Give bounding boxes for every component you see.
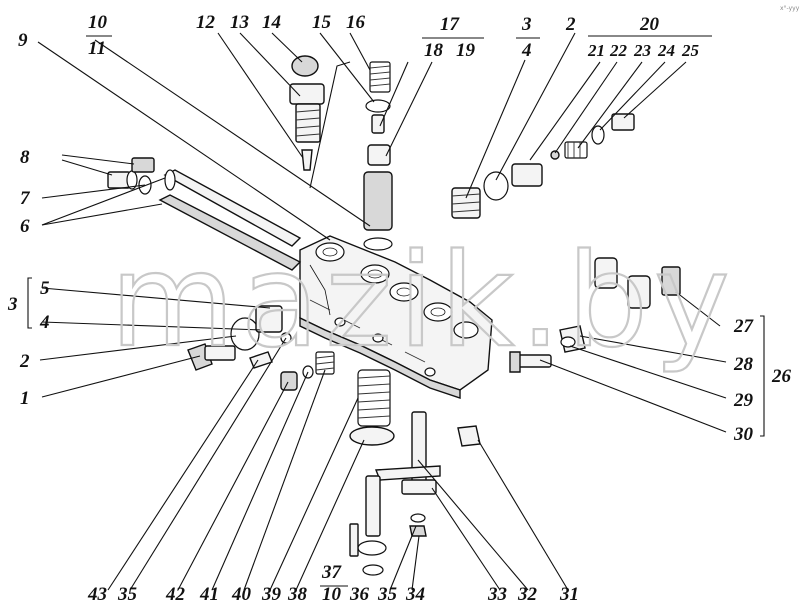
corner-mark: x°-yyy (780, 5, 800, 12)
callout-15: 15 (312, 12, 332, 33)
callout-10: 10 (88, 12, 108, 33)
callout-27: 27 (733, 316, 755, 337)
callout-12: 12 (196, 12, 216, 33)
valve-stack-15-19 (363, 61, 393, 251)
callout-32: 32 (517, 584, 538, 605)
right-fittings-2-3-4-20-25 (451, 113, 635, 219)
callout-38: 38 (287, 584, 308, 605)
callout-16: 16 (346, 12, 366, 33)
bolts-26-30 (509, 257, 681, 373)
callout-13: 13 (230, 12, 249, 33)
callout-10-bottom: 10 (322, 584, 342, 605)
callout-33: 33 (487, 584, 507, 605)
fitting-12-13-14 (289, 55, 325, 171)
callout-43: 43 (87, 584, 107, 605)
callout-11: 11 (88, 38, 106, 59)
callout-42: 42 (165, 584, 186, 605)
callout-14: 14 (262, 12, 281, 33)
callout-25: 25 (681, 41, 700, 60)
callout-18: 18 (424, 40, 444, 61)
callout-1: 1 (20, 388, 30, 409)
callout-35: 35 (117, 584, 138, 605)
callout-4: 4 (39, 312, 50, 333)
callout-4-top: 4 (521, 40, 532, 61)
callout-3: 3 (7, 294, 18, 315)
callout-23: 23 (633, 41, 652, 60)
left-fittings-1-5 (187, 305, 335, 391)
callout-35-bottom: 35 (377, 584, 398, 605)
callout-2-top: 2 (565, 14, 576, 35)
callout-30: 30 (733, 424, 754, 445)
fittings-7-8 (107, 157, 176, 195)
callout-36: 36 (349, 584, 370, 605)
leader-lines (27, 32, 765, 591)
callout-31: 31 (559, 584, 579, 605)
callout-39: 39 (261, 584, 282, 605)
callout-7: 7 (20, 188, 31, 209)
callout-9: 9 (18, 30, 28, 51)
callout-29: 29 (733, 390, 754, 411)
callout-28: 28 (733, 354, 754, 375)
callout-6: 6 (20, 216, 30, 237)
callout-21: 21 (587, 41, 605, 60)
lower-assembly-31-38 (349, 369, 481, 576)
callout-24: 24 (657, 41, 675, 60)
callout-41: 41 (199, 584, 219, 605)
watermark: mazik.by (110, 227, 736, 376)
callout-22: 22 (609, 41, 628, 60)
callout-labels: 9 10 11 12 13 14 15 16 17 18 19 3 4 2 20… (7, 12, 792, 605)
callout-40: 40 (231, 584, 252, 605)
valve-body (299, 235, 493, 399)
callout-2: 2 (19, 351, 30, 372)
callout-3-top: 3 (521, 14, 532, 35)
callout-19: 19 (456, 40, 476, 61)
callout-34: 34 (405, 584, 425, 605)
callout-5: 5 (40, 278, 50, 299)
callout-37: 37 (321, 562, 343, 583)
rods-6 (158, 169, 302, 271)
callout-20: 20 (639, 14, 660, 35)
callout-8: 8 (20, 147, 30, 168)
callout-26: 26 (771, 366, 792, 387)
callout-17: 17 (440, 14, 461, 35)
